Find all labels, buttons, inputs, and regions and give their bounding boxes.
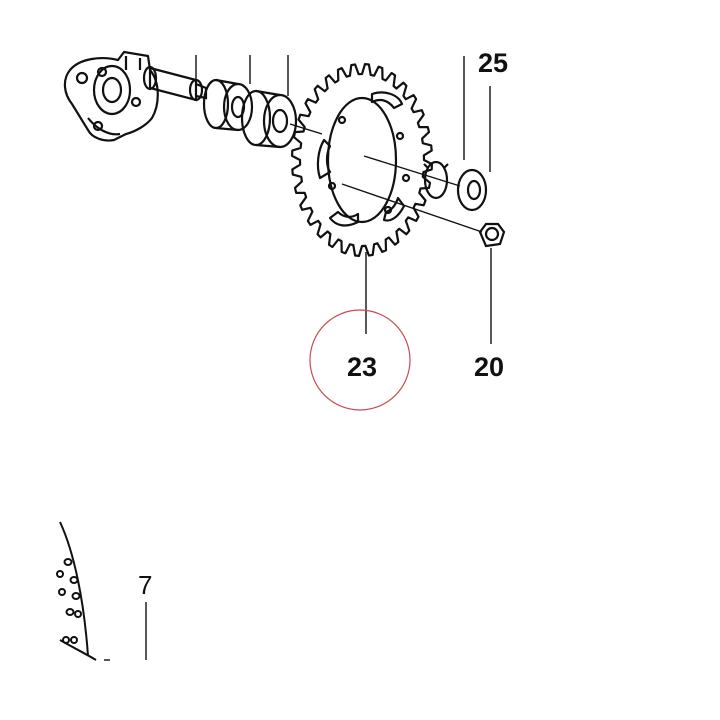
circlip bbox=[423, 160, 449, 200]
bearing-outer bbox=[240, 89, 298, 149]
callout-leader-lines bbox=[145, 56, 492, 660]
axle-spindle bbox=[142, 65, 208, 102]
callout-20: 20 bbox=[474, 352, 504, 382]
sprocket-gear bbox=[291, 62, 433, 257]
callout-25: 25 bbox=[478, 48, 508, 78]
wheel-hub-assembly bbox=[63, 50, 159, 142]
washer bbox=[456, 168, 488, 212]
brake-disc-partial bbox=[56, 521, 97, 661]
top-leader-lines bbox=[195, 55, 289, 96]
highlight-circle bbox=[309, 309, 411, 411]
callout-23: 23 bbox=[347, 352, 377, 382]
nut bbox=[478, 222, 506, 248]
callout-7: 7 bbox=[138, 570, 152, 600]
assembly-axis-lines bbox=[289, 123, 483, 233]
